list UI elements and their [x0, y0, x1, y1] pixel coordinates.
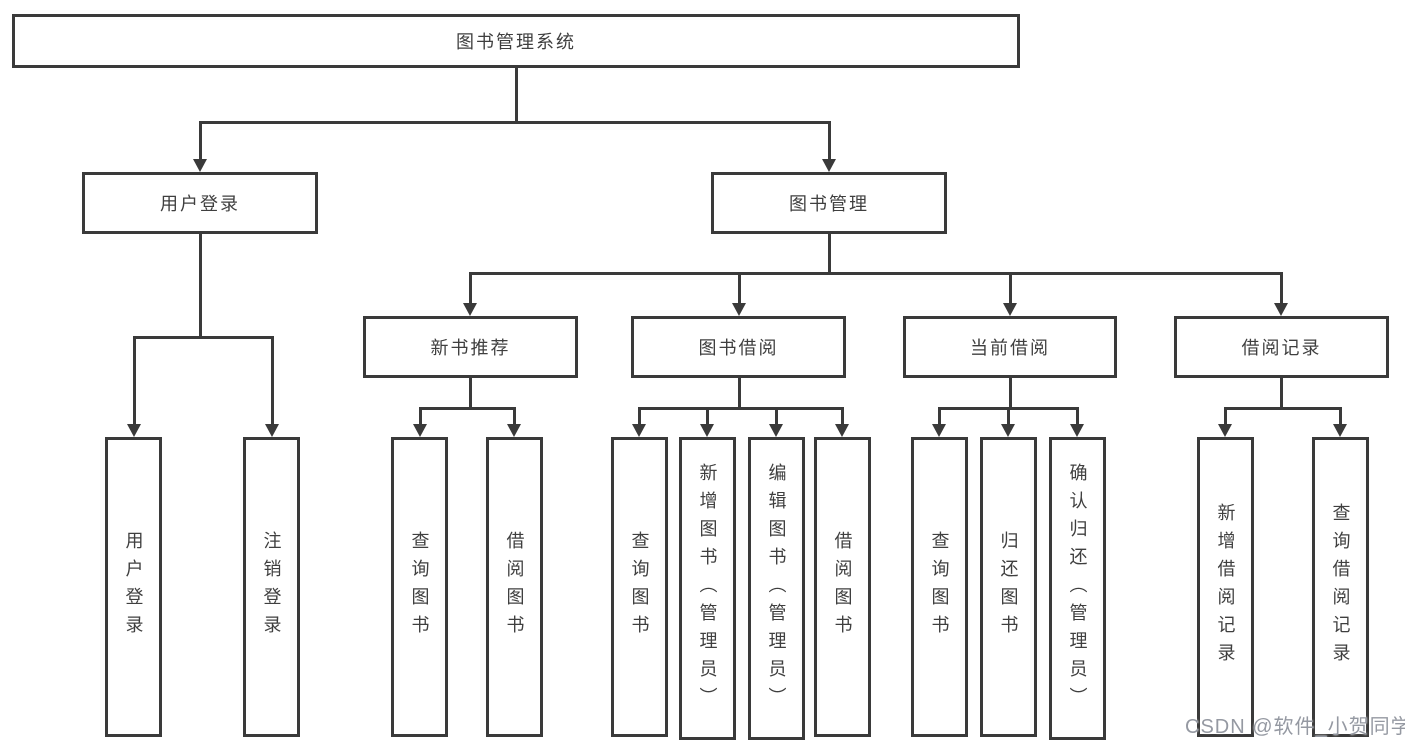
connector-drop-leaf — [419, 407, 422, 427]
arrowhead-icon — [932, 424, 946, 437]
connector-drop-user-login — [199, 121, 202, 161]
arrowhead-icon — [632, 424, 646, 437]
connector-drop-leaf — [1224, 407, 1227, 427]
arrowhead-icon — [835, 424, 849, 437]
connector-user-login-branch — [133, 336, 274, 339]
connector-book-management-stub — [828, 234, 831, 275]
connector-current-borrow-stub — [1009, 378, 1012, 410]
arrowhead-icon — [1070, 424, 1084, 437]
leaf-borrow-books: 借阅图书 — [814, 437, 871, 737]
leaf-confirm-return-admin: 确认归还（管理员） — [1049, 437, 1106, 740]
leaf-label: 查询图书 — [409, 531, 430, 643]
node-label: 借阅记录 — [1241, 338, 1322, 358]
arrowhead-icon — [732, 303, 746, 316]
connector-drop-leaf — [1339, 407, 1342, 427]
node-book-borrow: 图书借阅 — [631, 316, 846, 378]
watermark: CSDN @软件_小贺同学 — [1185, 716, 1405, 738]
connector-drop-leaf — [1007, 407, 1010, 427]
connector-book-management-branch — [469, 272, 1282, 275]
leaf-query-books-recommend: 查询图书 — [391, 437, 448, 737]
connector-drop-leaf — [938, 407, 941, 427]
node-label: 当前借阅 — [970, 338, 1050, 358]
leaf-label: 新增借阅记录 — [1215, 503, 1236, 671]
leaf-label: 确认归还（管理员） — [1067, 462, 1088, 715]
connector-drop-new-book — [469, 272, 472, 306]
leaf-label: 归还图书 — [998, 531, 1019, 643]
node-label: 图书管理 — [789, 194, 869, 214]
arrowhead-icon — [507, 424, 521, 437]
arrowhead-icon — [700, 424, 714, 437]
node-label: 图书借阅 — [698, 338, 779, 358]
leaf-label: 用户登录 — [123, 531, 144, 643]
node-library-management-system: 图书管理系统 — [12, 14, 1020, 68]
leaf-label: 编辑图书（管理员） — [766, 462, 787, 715]
leaf-label: 查询借阅记录 — [1330, 503, 1351, 671]
arrowhead-icon — [1274, 303, 1288, 316]
arrowhead-icon — [1001, 424, 1015, 437]
leaf-edit-books-admin: 编辑图书（管理员） — [748, 437, 805, 740]
connector-drop-leaf — [1076, 407, 1079, 427]
connector-borrow-records-branch — [1224, 407, 1341, 410]
arrowhead-icon — [413, 424, 427, 437]
node-label: 用户登录 — [160, 194, 240, 214]
leaf-return-books: 归还图书 — [980, 437, 1037, 737]
leaf-logout: 注销登录 — [243, 437, 300, 737]
leaf-borrow-books-recommend: 借阅图书 — [486, 437, 543, 737]
connector-new-book-branch — [419, 407, 516, 410]
arrowhead-icon — [1333, 424, 1347, 437]
node-borrow-records: 借阅记录 — [1174, 316, 1389, 378]
arrowhead-icon — [1218, 424, 1232, 437]
connector-borrow-records-stub — [1280, 378, 1283, 410]
leaf-label: 新增图书（管理员） — [697, 462, 718, 715]
leaf-user-login: 用户登录 — [105, 437, 162, 737]
connector-drop-book-borrow — [738, 272, 741, 306]
connector-drop-borrow-records — [1280, 272, 1283, 306]
connector-drop-leaf — [133, 336, 136, 426]
connector-drop-book-management — [828, 121, 831, 161]
arrowhead-icon — [822, 159, 836, 172]
leaf-add-books-admin: 新增图书（管理员） — [679, 437, 736, 740]
leaf-label: 查询图书 — [629, 531, 650, 643]
node-user-login: 用户登录 — [82, 172, 318, 234]
arrowhead-icon — [769, 424, 783, 437]
connector-drop-leaf — [638, 407, 641, 427]
connector-root-stub — [515, 68, 518, 124]
leaf-label: 借阅图书 — [504, 531, 525, 643]
connector-drop-leaf — [841, 407, 844, 427]
node-label: 新书推荐 — [430, 338, 511, 358]
leaf-label: 查询图书 — [929, 531, 950, 643]
connector-drop-leaf — [271, 336, 274, 426]
connector-root-branch — [199, 121, 831, 124]
connector-drop-current-borrow — [1009, 272, 1012, 306]
arrowhead-icon — [1003, 303, 1017, 316]
arrowhead-icon — [463, 303, 477, 316]
leaf-query-books-borrow: 查询图书 — [611, 437, 668, 737]
leaf-query-books-current: 查询图书 — [911, 437, 968, 737]
connector-user-login-stub — [199, 234, 202, 339]
node-book-management: 图书管理 — [711, 172, 947, 234]
connector-drop-leaf — [513, 407, 516, 427]
connector-drop-leaf — [775, 407, 778, 427]
leaf-label: 注销登录 — [261, 531, 282, 643]
arrowhead-icon — [265, 424, 279, 437]
node-current-borrow: 当前借阅 — [903, 316, 1117, 378]
leaf-label: 借阅图书 — [832, 531, 853, 643]
node-new-book-recommend: 新书推荐 — [363, 316, 578, 378]
connector-book-borrow-branch — [638, 407, 843, 410]
connector-new-book-stub — [469, 378, 472, 410]
leaf-add-borrow-record: 新增借阅记录 — [1197, 437, 1254, 737]
leaf-query-borrow-record: 查询借阅记录 — [1312, 437, 1369, 737]
connector-drop-leaf — [706, 407, 709, 427]
arrowhead-icon — [127, 424, 141, 437]
arrowhead-icon — [193, 159, 207, 172]
node-label: 图书管理系统 — [456, 32, 576, 52]
connector-book-borrow-stub — [738, 378, 741, 410]
